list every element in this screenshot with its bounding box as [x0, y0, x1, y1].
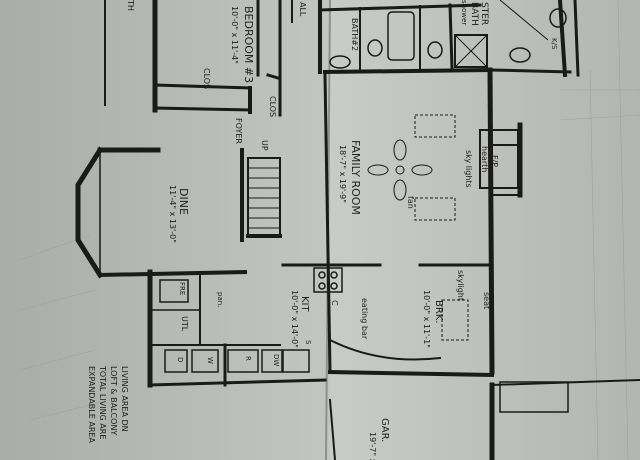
kit-dims: 10'-0" x 14'-0"	[290, 290, 299, 348]
hall-label: ALL	[298, 2, 307, 17]
skylight-label: skylight	[456, 270, 465, 301]
master-bath-label-2: BATH	[469, 2, 479, 26]
fre-label: FRE	[178, 282, 186, 295]
utl-label: UTL	[180, 316, 189, 332]
seat-label: seat	[482, 292, 491, 309]
stair-up-label: UP	[260, 140, 269, 151]
brk-dims: 10'-0" x 11'-1"	[422, 290, 431, 348]
foyer-label: FOYER	[234, 118, 243, 144]
garage-dims: 19'-7" x	[368, 432, 377, 460]
clos-label-2: CLOS	[268, 96, 277, 117]
kitchen-appliances	[159, 267, 343, 373]
background-guide-lines	[19, 0, 640, 460]
bath2-label: BATH#2	[350, 18, 359, 51]
shower-label: shower	[460, 0, 468, 25]
note-living-area: LIVING AREA DN	[120, 366, 129, 432]
skylights-label: sky lights	[464, 150, 473, 188]
bedroom3-dims: 10'-0" x 11'-4"	[230, 6, 239, 64]
bath-fixtures	[329, 0, 567, 69]
note-expandable: EXPANDABLE AREA	[87, 366, 96, 443]
skylights	[414, 114, 469, 341]
walls	[75, 0, 640, 460]
clos-label-1: CLOS	[202, 68, 211, 89]
kit-label: KIT	[299, 296, 310, 313]
sink-label: S	[304, 340, 312, 345]
fireplace-label: F/P	[490, 155, 499, 167]
pantry-label: pan.	[216, 292, 224, 307]
family-room-dims: 18'-7" x 19'-9"	[338, 145, 347, 203]
fridge-label: R	[244, 356, 252, 361]
brk-label: BRK.	[433, 300, 444, 324]
dishwasher-label: DW	[272, 354, 280, 366]
garage-label: GAR.	[379, 418, 390, 442]
hearth-label: hearth	[480, 146, 489, 172]
family-room-label: FAMILY ROOM	[349, 140, 362, 215]
dryer-label: D	[176, 357, 184, 362]
master-bath-label-1: STER	[479, 2, 489, 25]
th-label: TH	[126, 0, 135, 11]
dine-label: DINE	[177, 188, 190, 215]
dine-dims: 11'-4" x 13'-0"	[168, 185, 177, 243]
note-total-living: TOTAL LIVING ARE	[98, 365, 107, 439]
bedroom3-label: BEDROOM #3	[242, 6, 255, 83]
washer-label: W	[206, 357, 214, 364]
fan-label: fan	[406, 196, 415, 209]
ks-label: K/S	[550, 38, 558, 50]
note-loft-balcony: LOFT & BALCONY	[109, 366, 118, 435]
ceiling-fan-icon	[367, 139, 433, 201]
eating-bar-label: eating bar	[360, 298, 369, 340]
paper-right-page	[330, 0, 640, 460]
cooktop-label: C	[330, 300, 339, 306]
